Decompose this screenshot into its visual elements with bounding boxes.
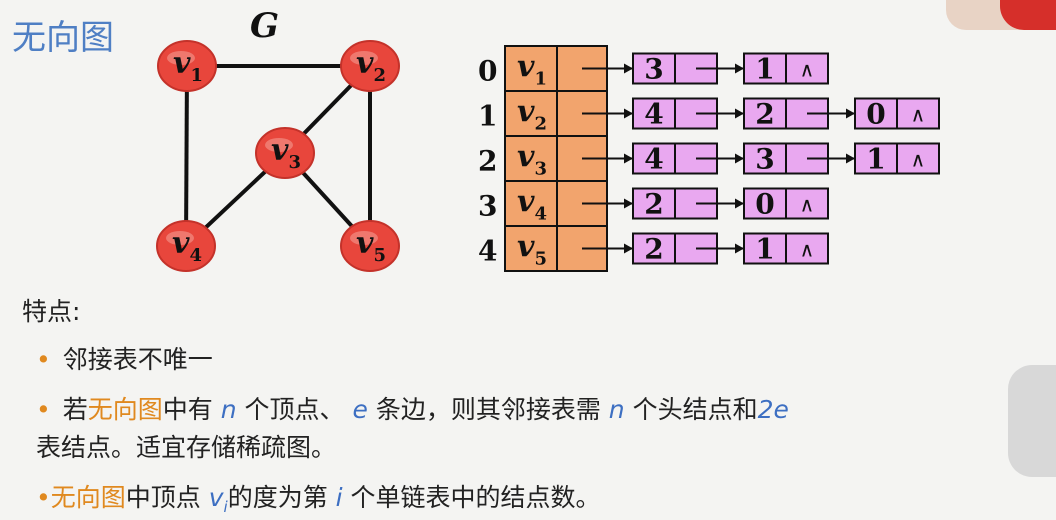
head-vertex-cell — [504, 90, 558, 137]
list-node-label: 3 — [755, 143, 774, 176]
bullet-dot: • — [36, 395, 51, 424]
list-node-next — [785, 232, 829, 265]
list-node-value — [632, 232, 676, 265]
list-node-value — [632, 187, 676, 220]
graph-node: v4 — [156, 220, 216, 272]
null-pointer-icon: ∧ — [800, 238, 815, 262]
list-node-value — [743, 142, 787, 175]
list-node-next — [896, 97, 940, 130]
list-node-value — [854, 97, 898, 130]
bullet-2: •若无向图中有 n 个顶点、 e 条边，则其邻接表需 n 个头结点和2e — [36, 395, 789, 424]
list-node-label: 4 — [644, 143, 663, 176]
list-node-value — [743, 97, 787, 130]
list-node-label: 1 — [755, 233, 774, 266]
list-node-label: 4 — [644, 98, 663, 131]
graph-node: v5 — [340, 220, 400, 272]
list-node-label: 3 — [644, 53, 663, 86]
list-node-label: 0 — [755, 188, 774, 221]
list-node-value — [632, 52, 676, 85]
null-pointer-icon: ∧ — [800, 58, 815, 82]
head-vertex-cell — [504, 180, 558, 227]
node-label: v5 — [356, 226, 386, 266]
graph-node: v2 — [340, 40, 400, 92]
null-pointer-icon: ∧ — [911, 103, 926, 127]
head-vertex-cell — [504, 225, 558, 272]
row-index: 3 — [478, 190, 497, 223]
graph-node: v1 — [157, 40, 217, 92]
list-node-label: 1 — [866, 143, 885, 176]
graph-node: v3 — [255, 127, 315, 179]
row-index: 2 — [478, 145, 497, 178]
bullet-1-text: 邻接表不唯一 — [62, 345, 213, 374]
list-node-label: 0 — [866, 98, 885, 131]
page-title: 无向图 — [12, 18, 114, 58]
bullet-3: •无向图中顶点 vi的度为第 i 个单链表中的结点数。 — [36, 483, 601, 516]
head-vertex-cell — [504, 135, 558, 182]
bullet-1: • 邻接表不唯一 — [36, 340, 213, 376]
row-index: 1 — [478, 100, 497, 133]
list-node-label: 2 — [644, 188, 663, 221]
list-node-label: 2 — [644, 233, 663, 266]
null-pointer-icon: ∧ — [911, 148, 926, 172]
list-node-label: 1 — [755, 53, 774, 86]
list-node-next — [896, 142, 940, 175]
list-node-value — [854, 142, 898, 175]
null-pointer-icon: ∧ — [800, 193, 815, 217]
row-index: 0 — [478, 55, 497, 88]
graph-edge — [184, 65, 189, 247]
bullet-dot: • — [36, 345, 51, 374]
bullet-dot: • — [36, 483, 51, 512]
side-panel-button[interactable] — [1008, 365, 1056, 477]
graph-label: G — [250, 6, 280, 46]
row-index: 4 — [478, 235, 497, 268]
list-node-label: 2 — [755, 98, 774, 131]
features-title: 特点: — [22, 297, 81, 326]
list-node-next — [785, 187, 829, 220]
presenter-video — [946, 0, 1056, 30]
list-node-value — [743, 52, 787, 85]
bullet-2-line2: 表结点。适宜存储稀疏图。 — [36, 433, 337, 462]
list-node-next — [785, 52, 829, 85]
